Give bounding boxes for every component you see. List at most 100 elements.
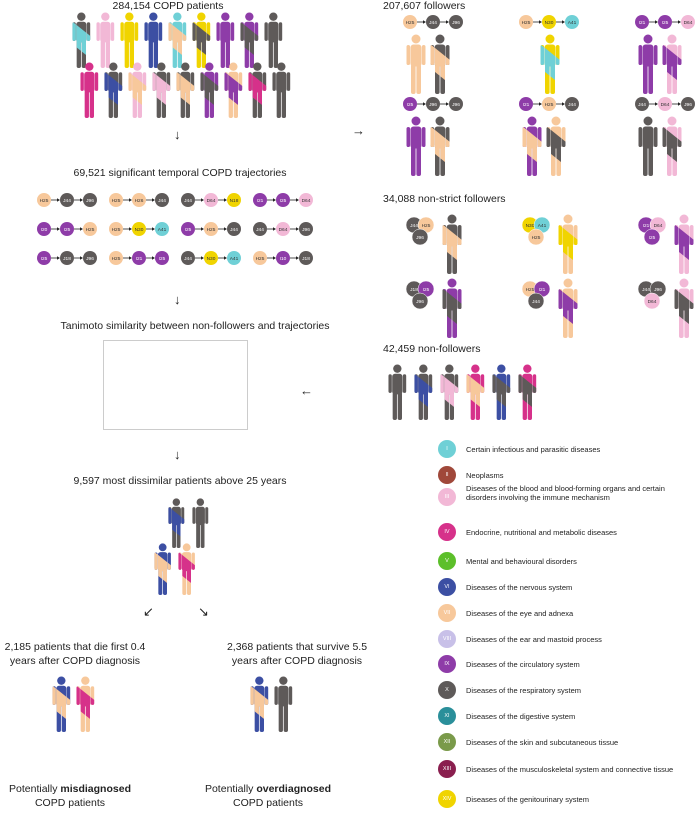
non-follower-figure	[414, 364, 433, 420]
code-bubble	[519, 15, 533, 29]
code-bubble	[109, 222, 123, 236]
code-bubble	[181, 222, 195, 236]
copd-patient-figure	[224, 62, 243, 118]
code-bubble	[227, 251, 241, 265]
code-bubble	[681, 15, 695, 29]
code-label: N18	[230, 198, 239, 204]
follower-figure	[430, 116, 450, 176]
code-bubble	[403, 15, 417, 29]
legend-label: Diseases of the eye and adnexa	[466, 609, 574, 618]
legend-swatch-icon: VI	[438, 578, 456, 596]
code-label: I25	[64, 227, 71, 233]
code-label: J96	[452, 20, 460, 26]
follower-figure	[430, 34, 450, 94]
non-follower-figure	[388, 364, 407, 420]
code-bubble	[109, 193, 123, 207]
copd-patient-figure	[144, 12, 163, 68]
code-label: D64	[302, 198, 311, 204]
code-label: J96	[684, 102, 692, 108]
overdiagnosed-bold: overdiagnosed	[256, 783, 332, 795]
arrow-down-3: ↓	[174, 447, 181, 462]
legend-swatch-icon: V	[438, 552, 456, 570]
arrow-down-left: ↙	[143, 604, 154, 619]
code-label: I10	[280, 256, 287, 262]
code-label: H25	[532, 235, 541, 241]
code-bubble	[635, 97, 649, 111]
code-bubble	[227, 222, 241, 236]
overdiagnosed-line2: COPD patients	[232, 797, 304, 809]
dissimilar-patient-figure	[154, 543, 171, 595]
follower-figure	[406, 116, 426, 176]
code-bubble	[60, 222, 74, 236]
code-label: J44	[158, 198, 166, 204]
code-label: A41	[158, 227, 167, 233]
overdiagnosed-figure	[274, 676, 293, 732]
copd-patient-figure	[104, 62, 123, 118]
code-bubble	[276, 193, 290, 207]
code-bubble	[527, 292, 545, 310]
tanimoto-histogram	[103, 340, 248, 430]
legend-swatch-icon: XIII	[438, 760, 456, 778]
copd-patient-figure	[272, 62, 291, 118]
legend-label: Diseases of the circulatory system	[466, 660, 580, 669]
code-label: I21	[257, 198, 264, 204]
arrow-down-2: ↓	[174, 292, 181, 307]
code-label: J96	[416, 299, 424, 305]
legend-label: Mental and behavioural disorders	[466, 557, 577, 566]
code-label: I20	[41, 227, 48, 233]
legend-swatch-icon: IV	[438, 523, 456, 541]
non-strict-figure	[442, 278, 462, 338]
copd-patient-figure	[176, 62, 195, 118]
code-label: J44	[568, 102, 576, 108]
code-bubble	[403, 97, 417, 111]
code-bubble	[681, 97, 695, 111]
code-bubble	[299, 222, 313, 236]
misdiagnosed-line2: COPD patients	[34, 797, 106, 809]
code-label: I25	[423, 287, 430, 293]
code-label: J44	[256, 227, 264, 233]
arrow-down-1: ↓	[174, 127, 181, 142]
code-label: J96	[86, 256, 94, 262]
code-label: I25	[662, 20, 669, 26]
follower-figure	[522, 116, 542, 176]
copd-patient-figure	[128, 62, 147, 118]
dissimilar-patient-figure	[168, 498, 185, 548]
code-bubble	[449, 15, 463, 29]
code-bubble	[658, 97, 672, 111]
die-first-line1: 2,185 patients that die first 0.4	[4, 641, 146, 653]
non-follower-figure	[518, 364, 537, 420]
survive-caption: 2,368 patients that survive 5.5 years af…	[227, 640, 367, 668]
code-label: D64	[648, 299, 657, 305]
code-label: H25	[545, 102, 554, 108]
non-followers-title: 42,459 non-followers	[383, 343, 481, 355]
copd-patient-figure	[248, 62, 267, 118]
code-bubble	[204, 222, 218, 236]
code-bubble	[83, 193, 97, 207]
code-label: J96	[452, 102, 460, 108]
code-bubble	[204, 193, 218, 207]
legend-label: Diseases of the blood and blood-forming …	[466, 484, 665, 502]
code-label: J96	[86, 198, 94, 204]
legend-swatch-icon: X	[438, 681, 456, 699]
legend-swatch-icon: II	[438, 466, 456, 484]
copd-patient-figure	[200, 62, 219, 118]
legend-swatch-icon: XI	[438, 707, 456, 725]
legend-label: Diseases of the skin and subcutaneous ti…	[466, 738, 619, 747]
legend-swatch-icon: XII	[438, 733, 456, 751]
legend-swatch-icon: VII	[438, 604, 456, 622]
legend-label: Diseases of the respiratory system	[466, 686, 582, 695]
code-bubble	[565, 97, 579, 111]
code-label: J96	[654, 287, 662, 293]
legend-label: Endocrine, nutritional and metabolic dis…	[466, 528, 617, 537]
legend-label: Diseases of the nervous system	[466, 583, 573, 592]
code-bubble	[132, 193, 146, 207]
